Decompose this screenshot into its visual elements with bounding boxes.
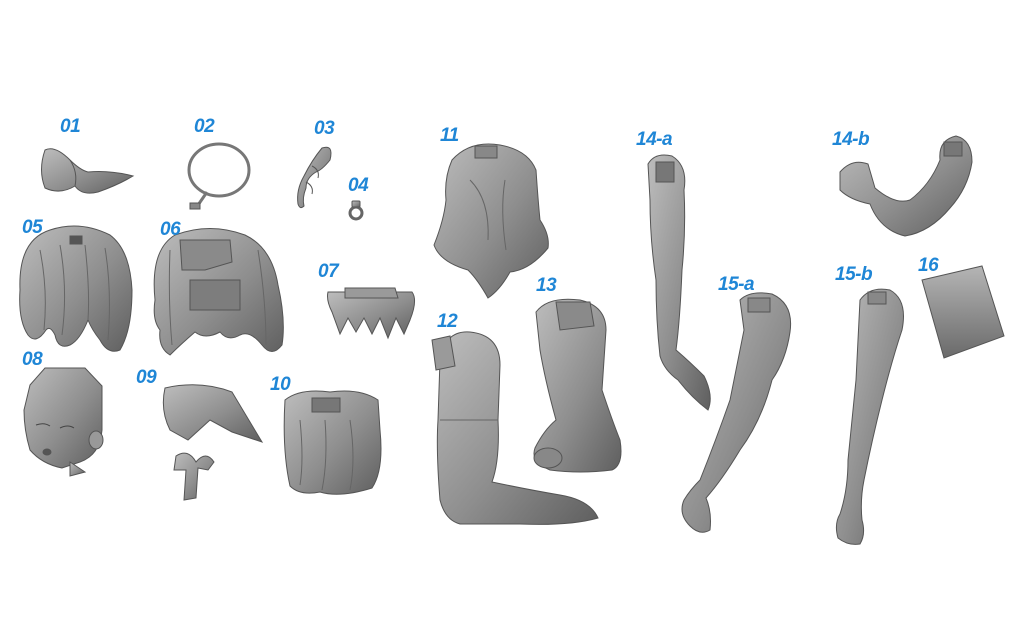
part-label-01: 01 <box>60 116 81 137</box>
part-04-small-ring <box>348 200 364 221</box>
part-label-16: 16 <box>918 255 939 276</box>
part-03-hair-braid <box>297 146 332 209</box>
part-label-14a: 14-a <box>636 129 673 150</box>
part-14b-arm-fist <box>839 135 973 237</box>
part-label-06: 06 <box>160 219 181 240</box>
part-label-03: 03 <box>314 118 335 139</box>
part-16-flat-plate <box>921 265 1005 359</box>
part-12-right-leg-kneeling <box>431 331 599 525</box>
part-label-15a: 15-a <box>718 274 755 295</box>
part-label-08: 08 <box>22 349 43 370</box>
part-13-left-leg-kneeling <box>533 298 622 473</box>
part-14a-arm <box>647 154 711 411</box>
part-10-skirt <box>283 390 382 495</box>
part-label-04: 04 <box>348 175 369 196</box>
part-label-07: 07 <box>318 261 339 282</box>
part-label-11: 11 <box>440 125 459 146</box>
part-label-05: 05 <box>22 217 43 238</box>
part-label-12: 12 <box>437 311 458 332</box>
part-label-15b: 15-b <box>835 264 873 285</box>
part-label-14b: 14-b <box>832 129 870 150</box>
part-label-09: 09 <box>136 367 157 388</box>
part-label-13: 13 <box>536 275 557 296</box>
part-09-sailor-collar-with-bow <box>162 384 264 501</box>
part-06-back-hair <box>153 228 284 356</box>
part-02-halo-ring <box>187 142 251 210</box>
part-label-02: 02 <box>194 116 215 137</box>
part-01-hair-bow-ribbon <box>41 148 135 194</box>
part-15b-arm <box>835 288 904 545</box>
part-05-front-hair <box>19 225 133 352</box>
part-08-head <box>23 367 104 477</box>
part-15a-arm <box>681 292 792 533</box>
part-07-hair-fringe-piece <box>327 287 416 340</box>
part-label-10: 10 <box>270 374 291 395</box>
part-11-torso-swimsuit <box>433 143 549 299</box>
